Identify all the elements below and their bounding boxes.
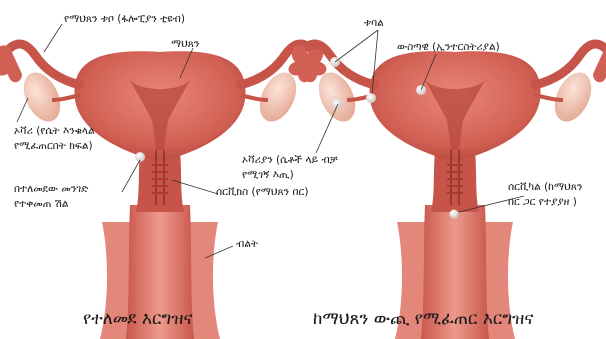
interstitial-embryo [366, 93, 376, 103]
label-ovary-line1: ኦቫሪ (የሴት እንቁላል [14, 125, 95, 138]
label-ovary-line2: የሚፈጠርበት ክፍል) [14, 140, 93, 153]
label-ovarian-line1: ኦቫሪያን (ሴቶች ላይ ብቻ [242, 154, 338, 167]
label-fallopian-tube: የማህጸን ቱቦ (ፋሎፒያን ቲዩብ) [64, 13, 185, 26]
label-uterus: ማህጸን [171, 38, 199, 51]
label-endometrium: ውስጣዊ (ኢንተርስትሪያል) [397, 41, 500, 54]
label-tube: ቱባል [364, 17, 384, 30]
caption-ectopic-pregnancy: ከማህጸን ውጪ የሚፈጠር እርግዝና [313, 309, 533, 329]
ovarian-embryo [332, 99, 342, 109]
label-cervix: ሰርቪክስ (የማህጸን በር) [216, 186, 308, 199]
caption-normal-pregnancy: የተለመደ እርግዝና [83, 309, 192, 329]
label-cervical-line1: ሰርቪካል (ከማህጸን [508, 181, 582, 194]
label-ovarian-line2: የሚገኝ እጢ) [242, 169, 294, 182]
cervical-embryo [450, 210, 459, 219]
label-implanted-line1: በተለመደው መንገድ [14, 183, 88, 196]
label-implanted-line2: የተቀመጠ ሽል [14, 198, 69, 211]
label-cervical-line2: በር ጋር የተያያዘ ) [508, 196, 577, 209]
label-vagina: ብልት [236, 238, 258, 251]
